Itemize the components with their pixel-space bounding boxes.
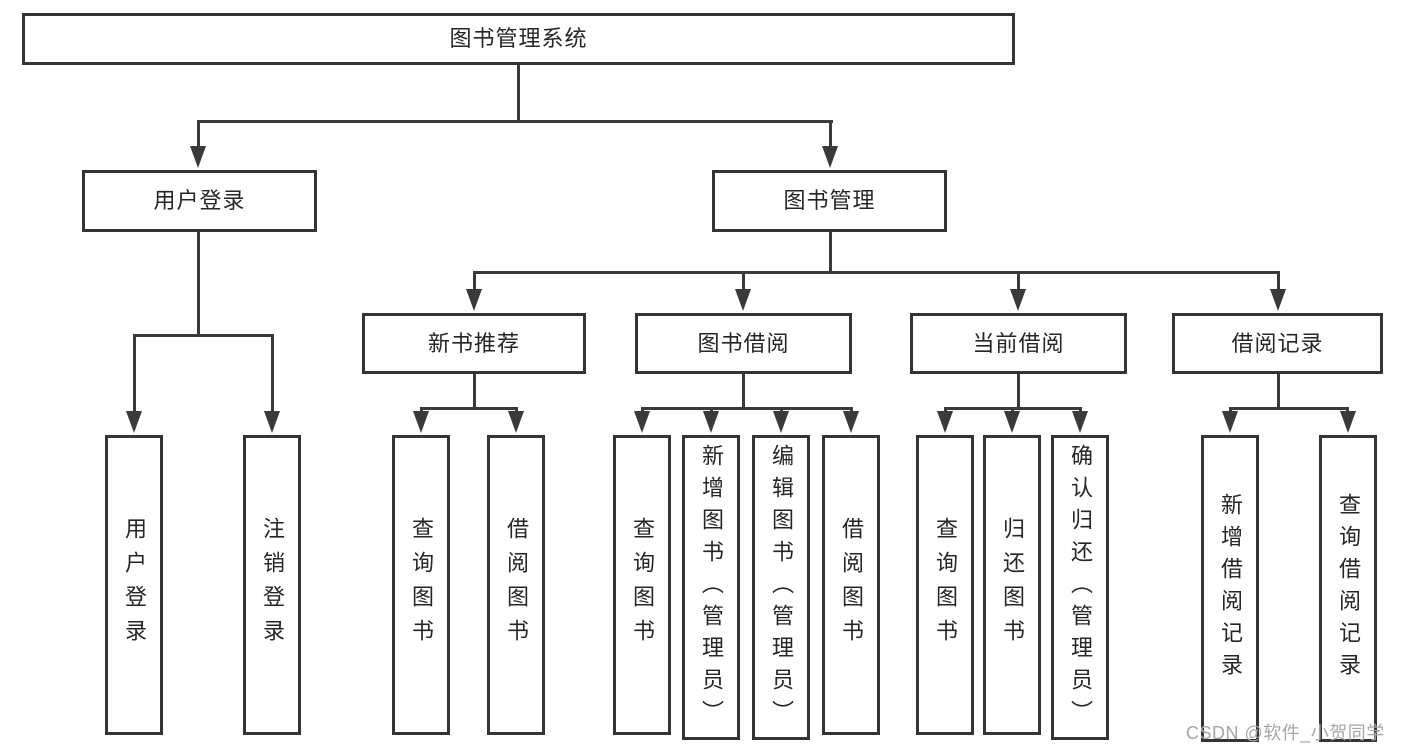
leaf-return-book: 归还图书 — [983, 435, 1041, 735]
leaf-borrow-book-2: 借阅图书 — [822, 435, 880, 735]
node-root-label: 图书管理系统 — [449, 26, 588, 51]
node-book-mgmt-label: 图书管理 — [783, 188, 876, 213]
node-new-book-rec: 新书推荐 — [362, 313, 586, 374]
leaf-add-book: 新增图书（管理员） — [682, 435, 740, 740]
arrowhead-icon — [466, 289, 482, 311]
node-book-borrow-label: 图书借阅 — [697, 330, 790, 356]
leaf-edit-book-label: 编辑图书（管理员） — [769, 443, 794, 732]
connector-current-stem — [1017, 374, 1020, 410]
arrowhead-icon — [1270, 289, 1286, 311]
arrowhead-icon — [937, 411, 953, 433]
node-user-login: 用户登录 — [82, 170, 317, 232]
arrowhead-icon — [773, 411, 789, 433]
connector-records-stem — [1277, 374, 1280, 410]
arrowhead-icon — [822, 146, 838, 168]
node-root: 图书管理系统 — [22, 13, 1015, 65]
arrowhead-icon — [703, 411, 719, 433]
watermark: CSDN @软件_小贺同学 — [1186, 723, 1385, 743]
connector-stub — [133, 334, 136, 414]
leaf-query-book-1-label: 查询图书 — [409, 517, 434, 653]
leaf-query-book-2-label: 查询图书 — [630, 517, 655, 653]
node-current-borrow: 当前借阅 — [910, 313, 1127, 374]
connector-newbook-stem — [473, 374, 476, 410]
connector-stub — [1017, 271, 1020, 292]
leaf-user-login: 用户登录 — [105, 435, 163, 735]
connector-newbook-bar — [420, 407, 518, 410]
node-book-borrow: 图书借阅 — [635, 313, 852, 374]
connector-stub — [271, 334, 274, 414]
leaf-borrow-book-1-label: 借阅图书 — [504, 517, 529, 653]
arrowhead-icon — [190, 146, 206, 168]
arrowhead-icon — [1010, 289, 1026, 311]
connector-stub — [742, 271, 745, 292]
connector-records-bar — [1229, 407, 1349, 410]
node-user-login-label: 用户登录 — [153, 188, 246, 213]
leaf-confirm-return-label: 确认归还（管理员） — [1068, 443, 1093, 732]
leaf-query-book-1: 查询图书 — [392, 435, 450, 735]
arrowhead-icon — [1004, 411, 1020, 433]
leaf-edit-book: 编辑图书（管理员） — [752, 435, 810, 740]
connector-borrow-stem — [742, 374, 745, 410]
connector-bookmgmt-bar — [473, 271, 1280, 274]
arrowhead-icon — [735, 289, 751, 311]
node-book-mgmt: 图书管理 — [712, 170, 947, 232]
connector-userlogin-stem — [197, 232, 200, 337]
arrowhead-icon — [508, 411, 524, 433]
arrowhead-icon — [126, 411, 142, 433]
leaf-logout-label: 注销登录 — [260, 517, 285, 653]
leaf-return-book-label: 归还图书 — [1000, 517, 1025, 653]
leaf-query-book-3-label: 查询图书 — [933, 517, 958, 653]
leaf-query-borrow-record: 查询借阅记录 — [1319, 435, 1377, 742]
arrowhead-icon — [1222, 411, 1238, 433]
arrowhead-icon — [1340, 411, 1356, 433]
node-borrow-records-label: 借阅记录 — [1231, 330, 1324, 356]
arrowhead-icon — [634, 411, 650, 433]
arrowhead-icon — [264, 411, 280, 433]
arrowhead-icon — [413, 411, 429, 433]
leaf-query-book-2: 查询图书 — [613, 435, 671, 735]
leaf-borrow-book-1: 借阅图书 — [487, 435, 545, 735]
leaf-confirm-return: 确认归还（管理员） — [1051, 435, 1109, 740]
leaf-add-book-label: 新增图书（管理员） — [699, 443, 724, 732]
connector-userlogin-bar — [133, 334, 274, 337]
node-current-borrow-label: 当前借阅 — [972, 330, 1065, 356]
arrowhead-icon — [843, 411, 859, 433]
leaf-add-borrow-record: 新增借阅记录 — [1201, 435, 1259, 742]
connector-stub — [197, 120, 200, 150]
leaf-logout: 注销登录 — [243, 435, 301, 735]
node-new-book-rec-label: 新书推荐 — [427, 330, 520, 356]
leaf-query-book-3: 查询图书 — [916, 435, 974, 735]
arrowhead-icon — [1072, 411, 1088, 433]
leaf-borrow-book-2-label: 借阅图书 — [839, 517, 864, 653]
leaf-user-login-label: 用户登录 — [122, 517, 147, 653]
connector-root-bar — [197, 120, 833, 123]
leaf-query-borrow-record-label: 查询借阅记录 — [1336, 492, 1361, 685]
connector-stub — [829, 120, 832, 150]
node-borrow-records: 借阅记录 — [1172, 313, 1383, 374]
connector-stub — [1277, 271, 1280, 292]
connector-borrow-bar — [641, 407, 853, 410]
connector-stub — [473, 271, 476, 292]
connector-bookmgmt-stem — [829, 232, 832, 274]
leaf-add-borrow-record-label: 新增借阅记录 — [1218, 492, 1243, 685]
connector-root-stem — [517, 65, 520, 122]
